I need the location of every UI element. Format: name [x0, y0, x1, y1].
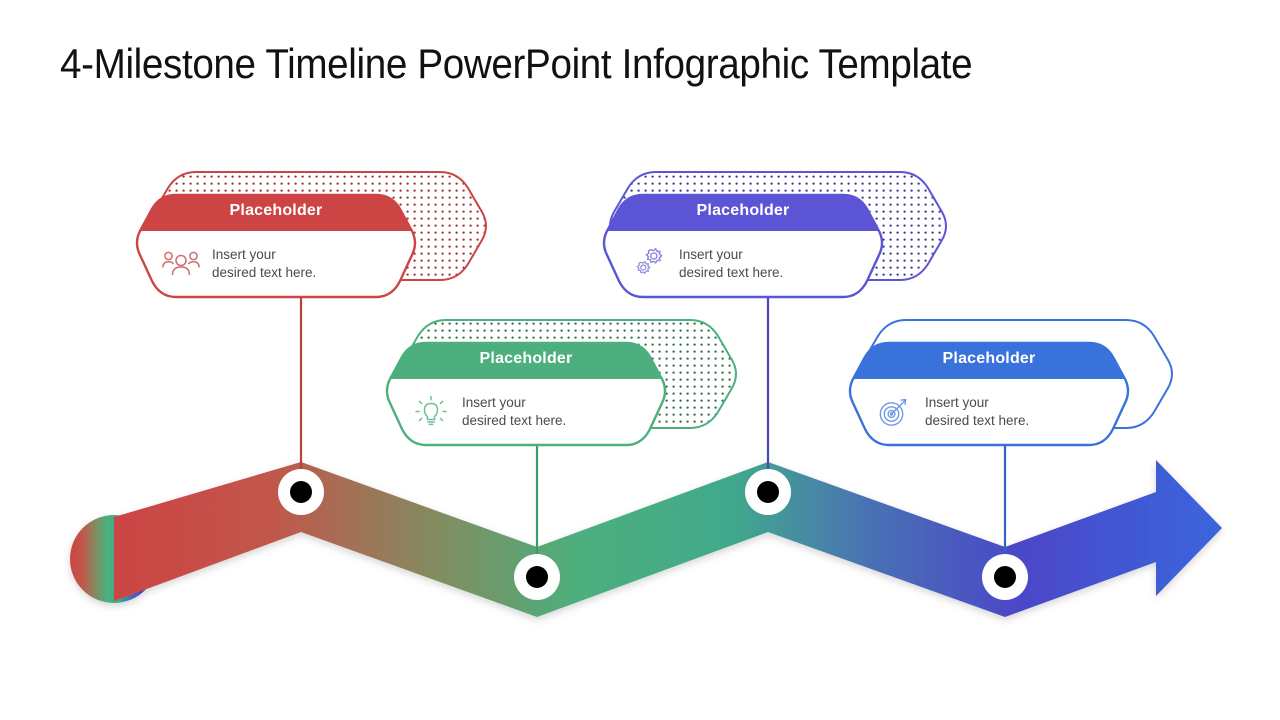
milestone-marker-1[interactable] — [278, 469, 324, 515]
card-4-shape — [848, 341, 1130, 447]
milestone-marker-2[interactable] — [514, 554, 560, 600]
milestone-marker-4[interactable] — [982, 554, 1028, 600]
card-1-shape — [135, 193, 417, 299]
milestone-card-2[interactable]: Placeholder Insert your desire — [385, 341, 667, 447]
card-2-shape — [385, 341, 667, 447]
path-body — [114, 460, 1222, 617]
card-3-shape — [602, 193, 884, 299]
page-title: 4-Milestone Timeline PowerPoint Infograp… — [60, 40, 973, 87]
milestone-marker-3[interactable] — [745, 469, 791, 515]
